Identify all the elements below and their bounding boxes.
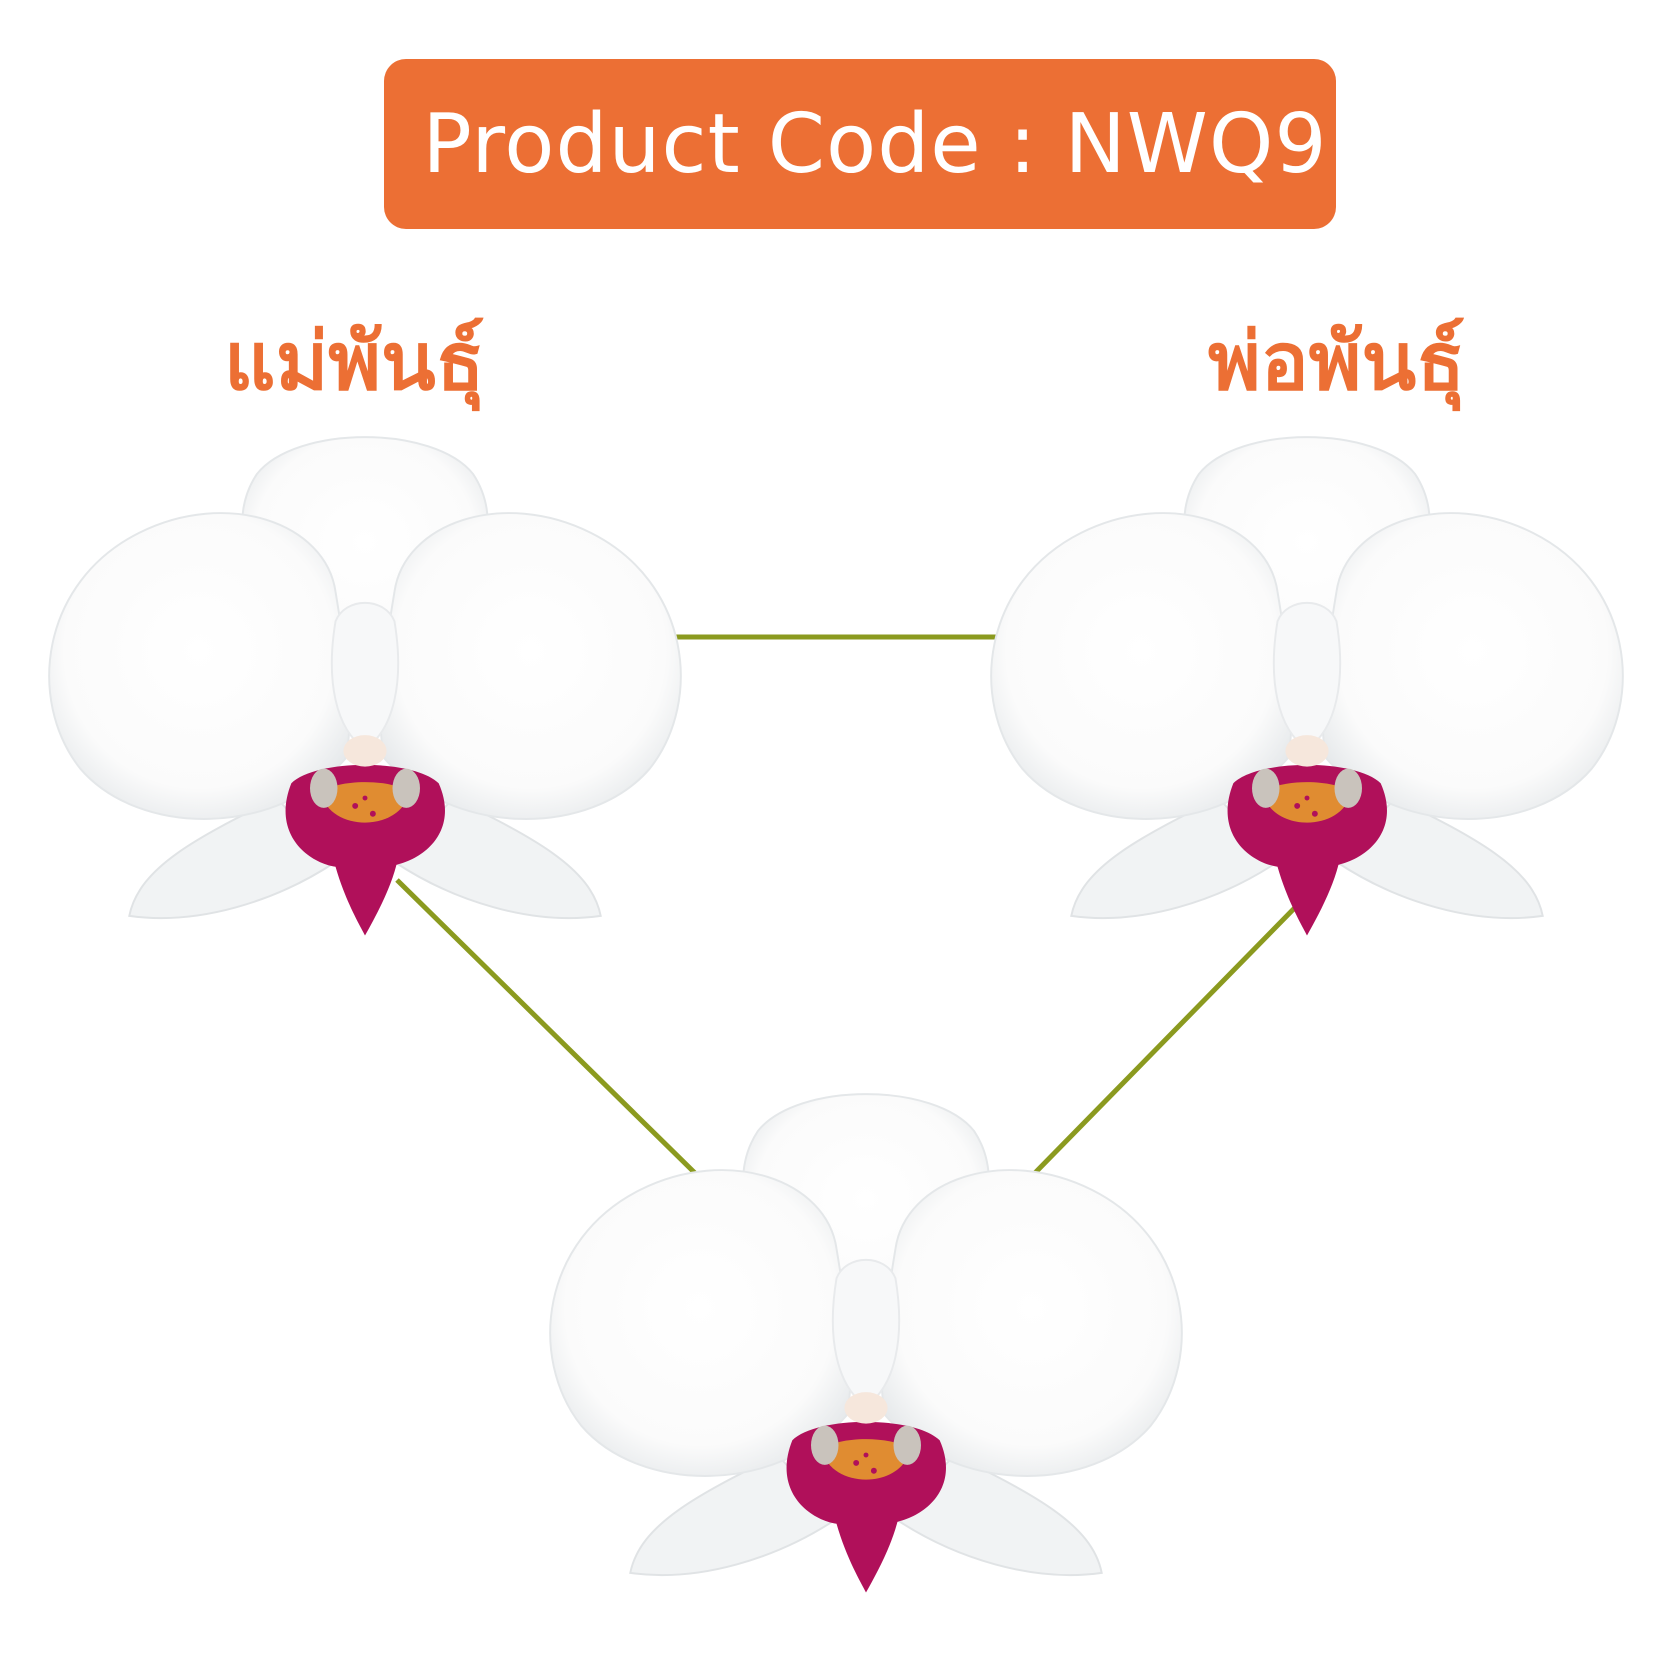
connector-father-offspring: [1028, 878, 1324, 1180]
father-parent-label: พ่อพันธุ์: [1208, 315, 1466, 408]
mother-parent-label: แม่พันธุ์: [224, 315, 485, 408]
connector-mother-offspring: [395, 878, 702, 1180]
father-orchid-icon: [990, 436, 1624, 937]
product-code-text: Product Code : NWQ9: [422, 96, 1328, 192]
offspring-orchid-icon: [549, 1093, 1183, 1594]
mother-orchid-icon: [48, 436, 682, 937]
product-code-banner: Product Code : NWQ9: [384, 59, 1336, 229]
